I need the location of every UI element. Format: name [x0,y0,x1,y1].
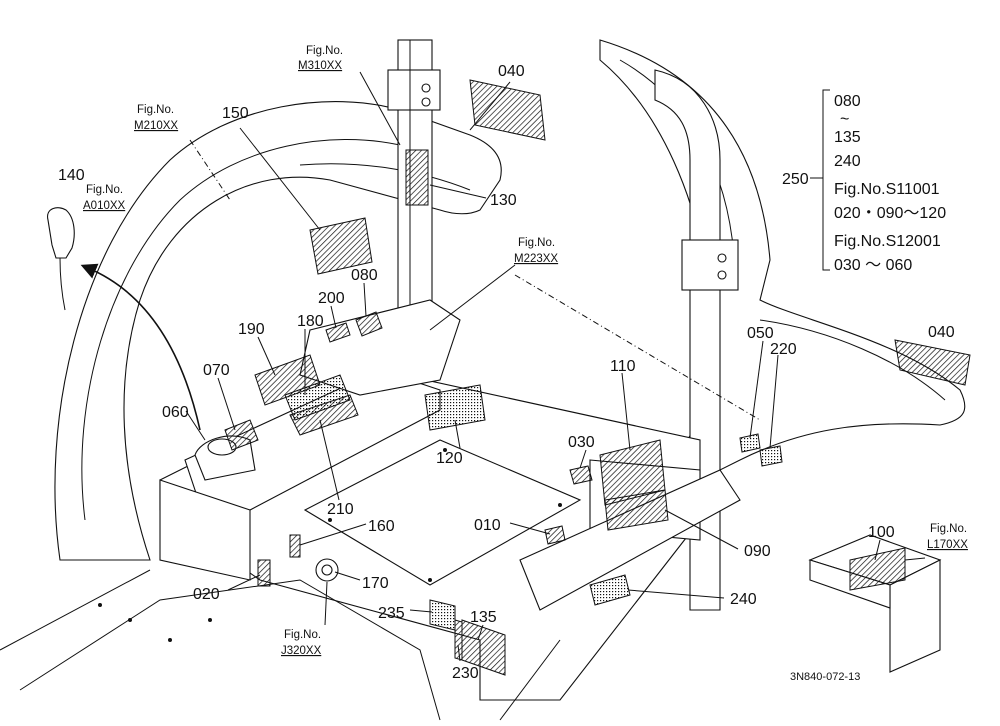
bracket-item-8: 030 ～ 060 [834,257,912,274]
decal-220 [759,445,783,467]
figref-m210-line1: Fig.No. [137,104,174,116]
decal-240 [589,574,631,606]
callout-150: 150 [222,105,249,122]
decal-020 [257,559,271,587]
left-console [159,299,461,581]
decal-080 [355,311,383,337]
callout-070: 070 [203,362,230,379]
callout-040-top: 040 [498,63,525,80]
decals [224,79,971,676]
bracket-250 [810,89,830,271]
chassis-frame [0,569,561,721]
drawing-code: 3N840-072-13 [790,671,860,683]
callout-030: 030 [568,434,595,451]
leader-lines [185,71,926,662]
figref-m223-line2: M223XX [514,253,558,265]
decal-010 [544,525,566,545]
bracket-item-4: 240 [834,153,861,170]
left-fender [54,101,502,561]
callout-180: 180 [297,313,324,330]
figref-m210-line2: M210XX [134,120,178,132]
figref-j320-line1: Fig.No. [284,629,321,641]
bracket-item-2: ~ [840,111,849,128]
callout-120: 120 [436,450,463,467]
figref-l170-line2: L170XX [927,539,968,551]
bracket-item-5: Fig.No.S11001 [834,181,940,198]
callout-060: 060 [162,404,189,421]
callout-110: 110 [610,358,636,375]
figref-a010-line1: Fig.No. [86,184,123,196]
figref-m223-line1: Fig.No. [518,237,555,249]
decal-210 [289,394,359,436]
callout-220: 220 [770,341,797,358]
callout-080: 080 [351,267,378,284]
decal-120 [424,384,486,431]
decal-090 [604,489,669,531]
bracket-250-list: 080 ~ 135 240 Fig.No.S11001 020・090～120 … [834,93,946,274]
callout-140: 140 [58,167,85,184]
decal-150 [309,217,373,275]
callout-160: 160 [368,518,395,535]
callout-090: 090 [744,543,771,560]
callout-250: 250 [782,171,809,188]
callout-100: 100 [868,524,895,541]
decal-230 [454,619,463,661]
callout-050: 050 [747,325,774,342]
figref-a010-line2: A010XX [83,200,126,212]
figref-m310-line2: M310XX [298,60,342,72]
callout-200: 200 [318,290,345,307]
callout-010: 010 [474,517,501,534]
decal-030 [569,465,593,485]
decal-040-right [894,339,971,386]
bracket-item-1: 080 [834,93,861,110]
callout-235: 235 [378,605,405,622]
decal-050 [739,433,761,453]
decal-070 [224,419,259,451]
figref-m310-line1: Fig.No. [306,45,343,57]
callout-135: 135 [470,609,497,626]
decal-100 [849,547,906,591]
bracket-item-7: Fig.No.S12001 [834,233,941,250]
callout-130: 130 [490,192,517,209]
bracket-item-3: 135 [834,129,861,146]
figref-l170-line1: Fig.No. [930,523,967,535]
callout-240: 240 [730,591,757,608]
callout-210: 210 [327,501,354,518]
rops-right-post [654,69,739,611]
decal-200 [325,322,351,343]
callout-labels: 140 150 040 130 080 200 190 180 070 060 … [58,63,955,682]
callout-190: 190 [238,321,265,338]
lever-knob-140 [47,207,75,311]
callout-020: 020 [193,586,220,603]
bracket-item-6: 020・090～120 [834,205,946,222]
figref-j320-line2: J320XX [281,645,322,657]
callout-170: 170 [362,575,389,592]
decal-040-top [469,79,546,141]
callout-230: 230 [452,665,479,682]
cap-170 [315,558,339,582]
right-fender [599,39,966,471]
decal-160 [289,534,301,558]
fig-references: Fig.No. M310XX Fig.No. M210XX Fig.No. A0… [83,45,968,657]
decal-130 [405,149,429,206]
callout-040-right: 040 [928,324,955,341]
assembly-arrow [80,263,201,431]
